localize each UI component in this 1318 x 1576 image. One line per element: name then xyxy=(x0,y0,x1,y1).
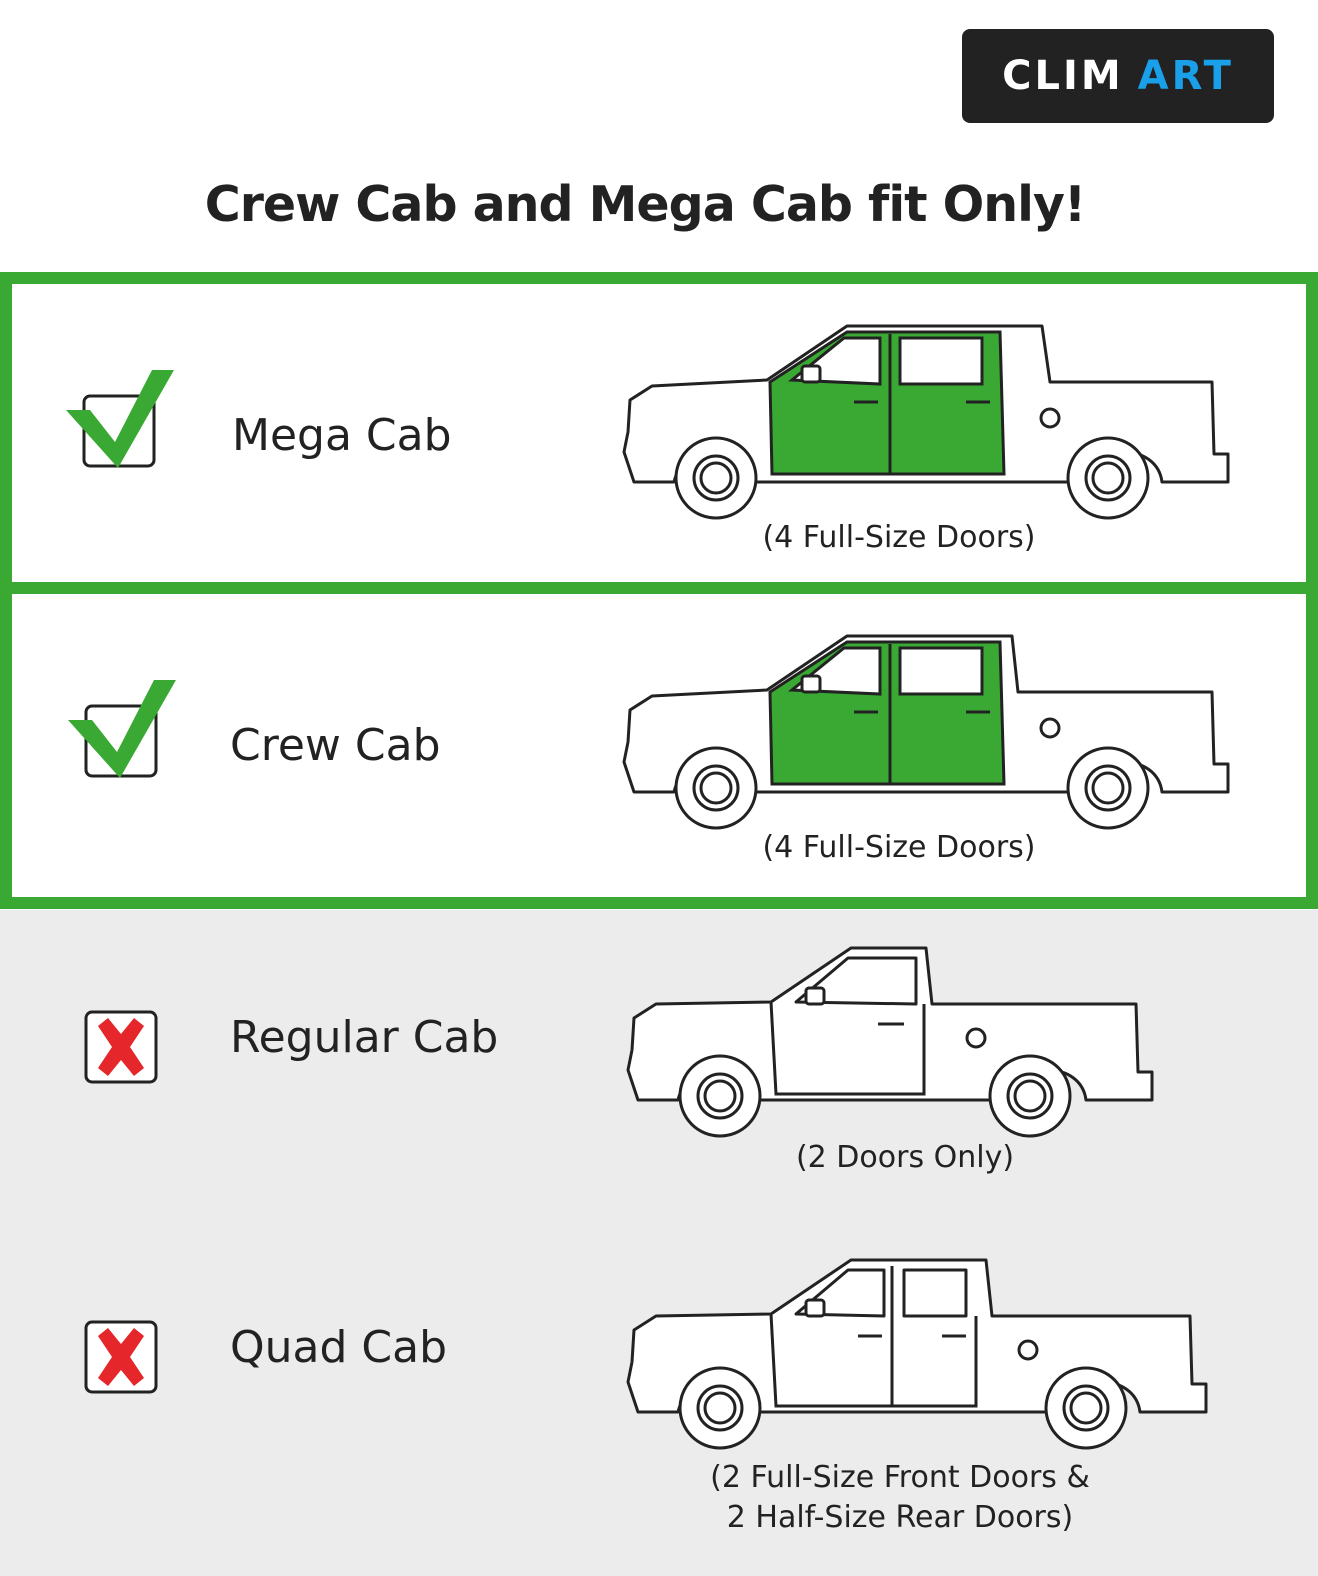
page-title: Crew Cab and Mega Cab fit Only! xyxy=(204,176,1087,233)
row-caption-mega-cab: (4 Full-Size Doors) xyxy=(762,520,1036,555)
checkmark-icon xyxy=(66,370,174,468)
brand-logo-part2: ART xyxy=(1137,53,1234,99)
row-caption-crew-cab: (4 Full-Size Doors) xyxy=(762,830,1036,865)
row-label-quad-cab: Quad Cab xyxy=(230,1322,448,1373)
fit-section-border xyxy=(0,272,1318,909)
brand-logo: CLIM ART xyxy=(962,29,1274,123)
truck-mega-cab-illustration xyxy=(622,324,1230,520)
checkmark-icon xyxy=(68,680,176,778)
x-mark-icon xyxy=(84,1010,158,1084)
brand-logo-part1: CLIM xyxy=(1002,53,1124,99)
row-caption-quad-cab: (2 Full-Size Front Doors & 2 Half-Size R… xyxy=(690,1458,1110,1538)
row-label-mega-cab: Mega Cab xyxy=(232,410,452,461)
truck-crew-cab-illustration xyxy=(622,634,1230,830)
row-label-regular-cab: Regular Cab xyxy=(230,1012,499,1063)
row-caption-regular-cab: (2 Doors Only) xyxy=(795,1140,1015,1175)
truck-quad-cab-illustration xyxy=(626,1258,1208,1450)
row-label-crew-cab: Crew Cab xyxy=(230,720,441,771)
row-caption-quad-cab-line1: (2 Full-Size Front Doors & xyxy=(710,1460,1090,1495)
truck-regular-cab-illustration xyxy=(626,946,1154,1138)
fit-section-divider xyxy=(0,582,1318,594)
row-caption-quad-cab-line2: 2 Half-Size Rear Doors) xyxy=(726,1500,1074,1535)
x-mark-icon xyxy=(84,1320,158,1394)
